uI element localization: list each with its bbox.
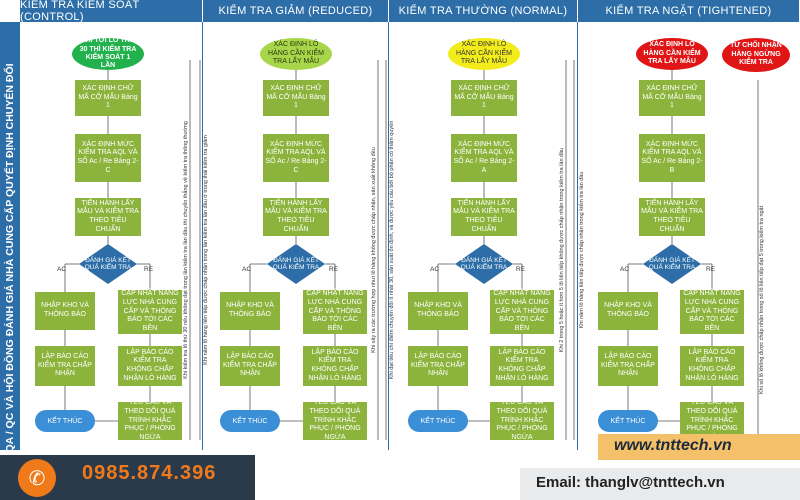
header-normal: KIỂM TRA THƯỜNG (NORMAL) bbox=[389, 0, 578, 22]
re-report-3: LẬP BÁO CÁO KIỂM TRA KHÔNG CHẤP NHẬN LÔ … bbox=[680, 346, 744, 386]
re-corrective-1: YÊU CẦU VÀ THEO DÕI QUÁ TRÌNH KHẮC PHỤC … bbox=[303, 399, 367, 441]
re-report-0: LẬP BÁO CÁO KIỂM TRA KHÔNG CHẤP NHẬN LÔ … bbox=[118, 346, 182, 386]
step-sampling-2: TIẾN HÀNH LẤY MẪU VÀ KIỂM TRA THEO TIÊU … bbox=[451, 198, 517, 236]
start-terminal-1: XÁC ĐỊNH LÔ HÀNG CẦN KIỂM TRA LẤY MẪU bbox=[260, 38, 332, 70]
re-update-1: CẬP NHẬT NĂNG LỰC NHÀ CUNG CẤP VÀ THÔNG … bbox=[303, 290, 367, 334]
website-banner bbox=[598, 434, 800, 460]
email-banner bbox=[520, 468, 800, 500]
branch-re-3: RE bbox=[706, 266, 716, 273]
decision-label-0: ĐÁNH GIÁ KẾT QUẢ KIỂM TRA bbox=[84, 256, 132, 271]
note-tightened-to-normal: Khi năm lô hàng liên tiếp được chấp nhận… bbox=[579, 171, 585, 329]
re-corrective-3: YÊU CẦU VÀ THEO DÕI QUÁ TRÌNH KHẮC PHỤC … bbox=[680, 399, 744, 441]
website-link[interactable]: www.tnttech.vn bbox=[614, 437, 732, 454]
step-aql-0: XÁC ĐỊNH MỨC KIỂM TRA AQL VÀ SỐ Ac / Re … bbox=[75, 134, 141, 182]
end-0: KẾT THÚC bbox=[35, 410, 95, 432]
decision-2: ĐÁNH GIÁ KẾT QUẢ KIỂM TRA bbox=[455, 244, 513, 284]
ac-store-1: NHẬP KHO VÀ THÔNG BÁO bbox=[220, 292, 280, 330]
header-reduced: KIỂM TRA GIẢM (REDUCED) bbox=[203, 0, 389, 22]
re-update-3: CẬP NHẬT NĂNG LỰC NHÀ CUNG CẤP VÀ THÔNG … bbox=[680, 290, 744, 334]
phone-number: 0985.874.396 bbox=[82, 462, 217, 484]
decision-label-3: ĐÁNH GIÁ KẾT QUẢ KIỂM TRA bbox=[648, 256, 696, 271]
ac-store-3: NHẬP KHO VÀ THÔNG BÁO bbox=[598, 292, 658, 330]
re-report-1: LẬP BÁO CÁO KIỂM TRA KHÔNG CHẤP NHẬN LÔ … bbox=[303, 346, 367, 386]
ac-store-0: NHẬP KHO VÀ THÔNG BÁO bbox=[35, 292, 95, 330]
header-control: KIỂM TRA KIỂM SOÁT (CONTROL) bbox=[20, 0, 203, 23]
header-tightened: KIỂM TRA NGẶT (TIGHTENED) bbox=[578, 0, 800, 22]
decision-label-2: ĐÁNH GIÁ KẾT QUẢ KIỂM TRA bbox=[460, 256, 508, 271]
branch-re-2: RE bbox=[516, 266, 526, 273]
ac-report-0: LẬP BÁO CÁO KIỂM TRA CHẤP NHẬN bbox=[35, 346, 95, 386]
branch-ac-0: AC bbox=[57, 266, 67, 273]
step-sampling-1: TIẾN HÀNH LẤY MẪU VÀ KIỂM TRA THEO TIÊU … bbox=[263, 198, 329, 236]
step-sample-size-2: XÁC ĐỊNH CHỮ MÃ CỠ MẪU Bảng 1 bbox=[451, 80, 517, 116]
email-address[interactable]: Email: thanglv@tnttech.vn bbox=[536, 474, 725, 491]
step-aql-3: XÁC ĐỊNH MỨC KIỂM TRA AQL VÀ SỐ Ac / Re … bbox=[639, 134, 705, 182]
note-tightened-to-reject: Khi số lô không được chấp nhận trong số … bbox=[759, 205, 765, 395]
re-corrective-0: YÊU CẦU VÀ THEO DÕI QUÁ TRÌNH KHẮC PHỤC … bbox=[118, 399, 182, 441]
note-normal-to-tightened: Khi 2 trong 5 hoặc ít hơn 5 lô liên tiếp… bbox=[559, 147, 565, 353]
start-terminal-3: XÁC ĐỊNH LÔ HÀNG CẦN KIỂM TRA LẤY MẪU bbox=[636, 38, 708, 70]
step-aql-1: XÁC ĐỊNH MỨC KIỂM TRA AQL VÀ SỐ Ac / Re … bbox=[263, 134, 329, 182]
step-sample-size-0: XÁC ĐỊNH CHỮ MÃ CỠ MẪU Bảng 1 bbox=[75, 80, 141, 116]
re-corrective-2: YÊU CẦU VÀ THEO DÕI QUÁ TRÌNH KHẮC PHỤC … bbox=[490, 399, 554, 441]
reject-terminal: TỪ CHỐI NHẬN HÀNG NGỪNG KIỂM TRA bbox=[722, 38, 790, 72]
branch-re-1: RE bbox=[329, 266, 339, 273]
end-3: KẾT THÚC bbox=[598, 410, 658, 432]
step-sample-size-1: XÁC ĐỊNH CHỮ MÃ CỠ MẪU Bảng 1 bbox=[263, 80, 329, 116]
ac-report-3: LẬP BÁO CÁO KIỂM TRA CHẤP NHẬN bbox=[598, 346, 658, 386]
phone-icon: ✆ bbox=[18, 459, 56, 497]
decision-1: ĐÁNH GIÁ KẾT QUẢ KIỂM TRA bbox=[267, 244, 325, 284]
sidebar-band: QA / QC VÀ HỘI ĐỒNG ĐÁNH GIÁ NHÀ CUNG CẤ… bbox=[0, 22, 20, 453]
ac-store-2: NHẬP KHO VÀ THÔNG BÁO bbox=[408, 292, 468, 330]
step-sample-size-3: XÁC ĐỊNH CHỮ MÃ CỠ MẪU Bảng 1 bbox=[639, 80, 705, 116]
start-terminal-0: KHI TỚI LÔ THỨ 30 THÌ KIỂM TRA KIỂM SOÁT… bbox=[72, 37, 144, 70]
note-reduced-to-normal: Khi xảy ra các trường hợp nhưi lô hàng k… bbox=[371, 147, 377, 353]
note-control-to-normal: Khi kiểm tra lô thứ 30 nếu không đạt tro… bbox=[183, 121, 189, 379]
branch-ac-3: AC bbox=[620, 266, 630, 273]
step-aql-2: XÁC ĐỊNH MỨC KIỂM TRA AQL VÀ SỐ Ac / Re … bbox=[451, 134, 517, 182]
decision-0: ĐÁNH GIÁ KẾT QUẢ KIỂM TRA bbox=[79, 244, 137, 284]
end-1: KẾT THÚC bbox=[220, 410, 280, 432]
branch-ac-2: AC bbox=[430, 266, 440, 273]
end-2: KẾT THÚC bbox=[408, 410, 468, 432]
decision-3: ĐÁNH GIÁ KẾT QUẢ KIỂM TRA bbox=[643, 244, 701, 284]
note-reduced-to-control: Khi năm lô hàng liên tiếp được chấp nhận… bbox=[203, 135, 209, 365]
ac-report-1: LẬP BÁO CÁO KIỂM TRA CHẤP NHẬN bbox=[220, 346, 280, 386]
ac-report-2: LẬP BÁO CÁO KIỂM TRA CHẤP NHẬN bbox=[408, 346, 468, 386]
re-update-0: CẬP NHẬT NĂNG LỰC NHÀ CUNG CẤP VÀ THÔNG … bbox=[118, 290, 182, 334]
re-update-2: CẬP NHẬT NĂNG LỰC NHÀ CUNG CẤP VÀ THÔNG … bbox=[490, 290, 554, 334]
step-sampling-3: TIẾN HÀNH LẤY MẪU VÀ KIỂM TRA THEO TIÊU … bbox=[639, 198, 705, 236]
decision-label-1: ĐÁNH GIÁ KẾT QUẢ KIỂM TRA bbox=[272, 256, 320, 271]
note-normal-to-reduced: Khi đạt tiêu chí điểm chuyển đổi ít nhất… bbox=[389, 120, 395, 380]
re-report-2: LẬP BÁO CÁO KIỂM TRA KHÔNG CHẤP NHẬN LÔ … bbox=[490, 346, 554, 386]
branch-ac-1: AC bbox=[242, 266, 252, 273]
start-terminal-2: XÁC ĐỊNH LÔ HÀNG CẦN KIỂM TRA LẤY MẪU bbox=[448, 38, 520, 70]
step-sampling-0: TIẾN HÀNH LẤY MẪU VÀ KIỂM TRA THEO TIÊU … bbox=[75, 198, 141, 236]
branch-re-0: RE bbox=[144, 266, 154, 273]
